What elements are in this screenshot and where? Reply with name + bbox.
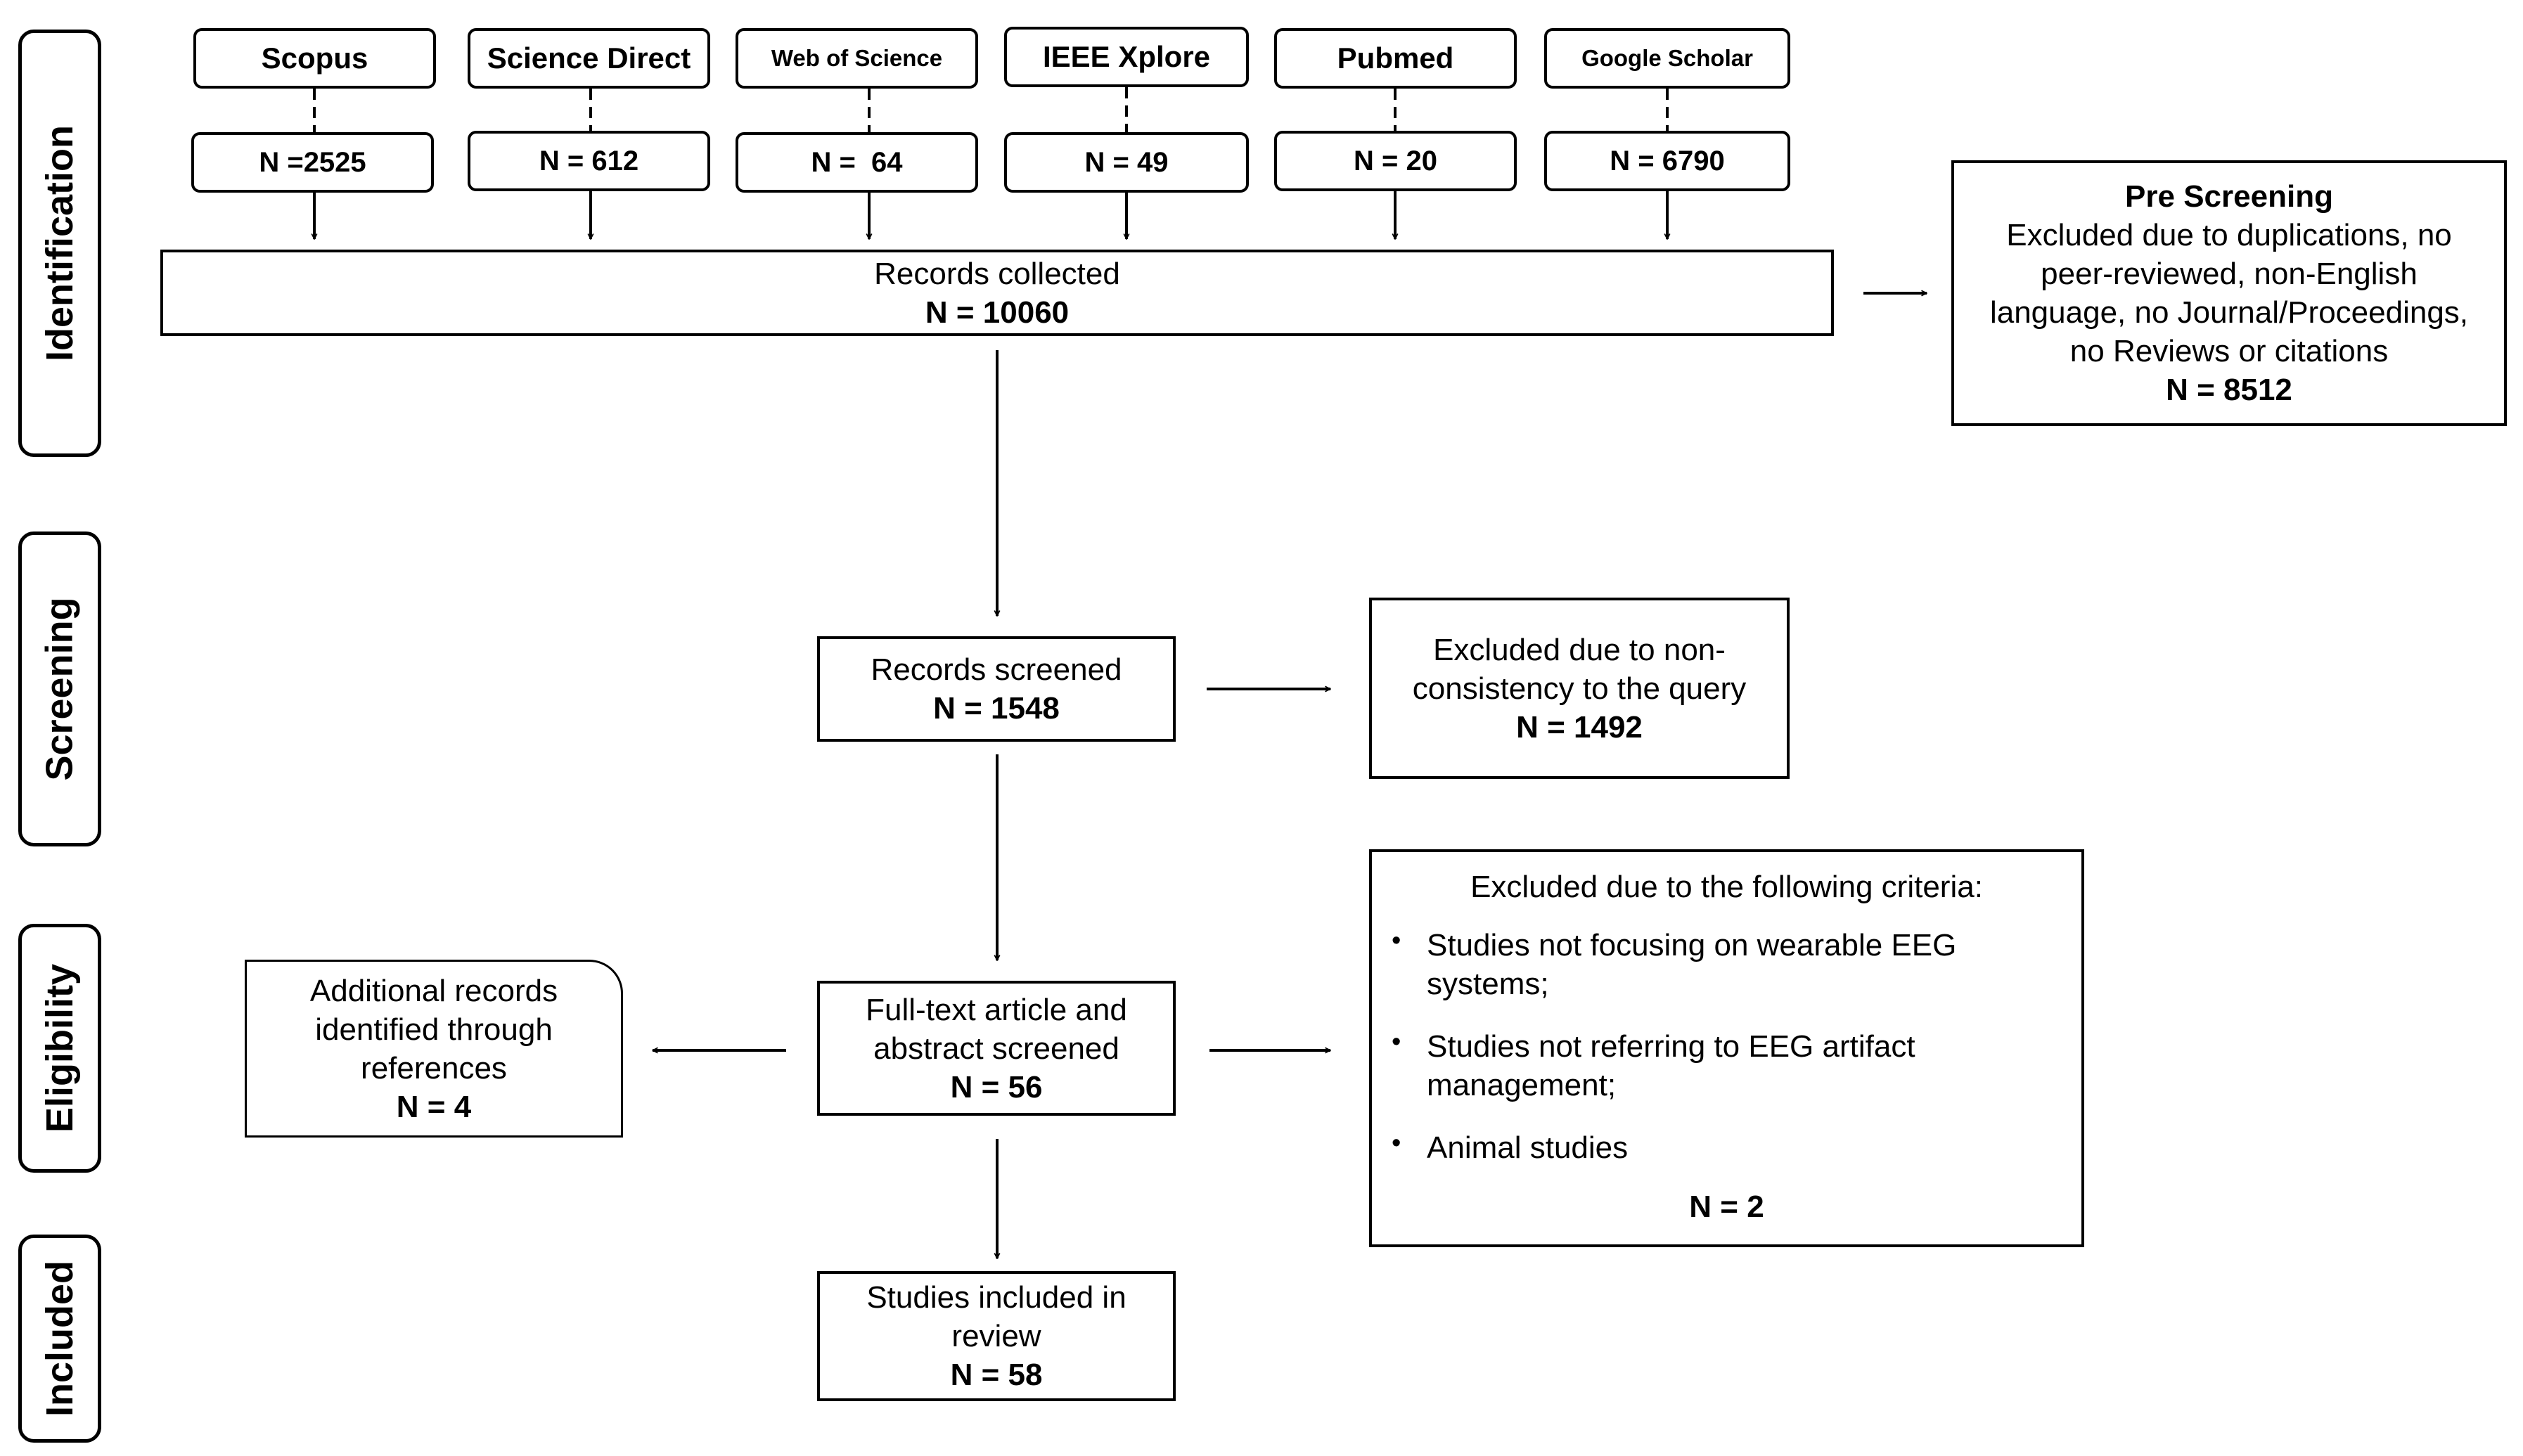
studies-included-label: Studies included in review — [866, 1280, 1126, 1353]
fulltext-screened-n: N = 56 — [950, 1069, 1043, 1104]
source-name: Web of Science — [771, 45, 943, 72]
source-count: N =2525 — [259, 147, 366, 178]
source-count-google-scholar: N = 6790 — [1544, 131, 1790, 191]
stage-label-included: Included — [18, 1235, 101, 1443]
source-box-scopus: Scopus — [193, 28, 436, 89]
records-screened-n: N = 1548 — [933, 691, 1060, 726]
source-count: N = 20 — [1354, 146, 1437, 176]
records-collected-n: N = 10060 — [925, 295, 1070, 330]
source-box-google-scholar: Google Scholar — [1544, 28, 1790, 89]
records-screened-label: Records screened — [871, 652, 1122, 687]
stage-label-screening: Screening — [18, 531, 101, 846]
source-count-ieee-xplore: N = 49 — [1004, 132, 1249, 193]
excluded-query-box: Excluded due to non-consistency to the q… — [1369, 598, 1790, 779]
source-count: N = 49 — [1084, 147, 1169, 178]
source-box-pubmed: Pubmed — [1274, 28, 1517, 89]
stage-label-eligibility: Eligibility — [18, 924, 101, 1173]
excluded-query-n: N = 1492 — [1516, 709, 1643, 745]
excluded-criteria-item: Studies not focusing on wearable EEG sys… — [1392, 925, 2067, 1003]
pre-screening-box: Pre Screening Excluded due to duplicatio… — [1951, 160, 2507, 426]
stage-label-identification: Identification — [18, 30, 101, 457]
source-name: IEEE Xplore — [1042, 39, 1211, 73]
fulltext-screened-box: Full-text article and abstract screened … — [817, 981, 1176, 1116]
source-box-science-direct: Science Direct — [468, 28, 710, 89]
excluded-criteria-box: Excluded due to the following criteria: … — [1369, 849, 2084, 1247]
excluded-criteria-n: N = 2 — [1689, 1190, 1764, 1224]
source-count-pubmed: N = 20 — [1274, 131, 1517, 191]
records-screened-box: Records screened N = 1548 — [817, 636, 1176, 742]
pre-screening-title: Pre Screening — [2125, 179, 2333, 214]
additional-records-text: Additional records identified through re… — [309, 973, 558, 1085]
source-count-scopus: N =2525 — [191, 132, 434, 193]
source-box-ieee-xplore: IEEE Xplore — [1004, 27, 1249, 87]
additional-records-box: Additional records identified through re… — [245, 960, 623, 1138]
source-box-web-of-science: Web of Science — [736, 28, 978, 89]
source-name: Google Scholar — [1581, 45, 1753, 72]
pre-screening-text: Excluded due to duplications, no peer-re… — [1989, 218, 2469, 368]
source-name: Pubmed — [1337, 41, 1454, 75]
source-count-web-of-science: N = 64 — [736, 132, 978, 193]
records-collected-label: Records collected — [874, 256, 1120, 291]
additional-records-n: N = 4 — [396, 1089, 472, 1124]
studies-included-box: Studies included in review N = 58 — [817, 1271, 1176, 1401]
excluded-query-text: Excluded due to non-consistency to the q… — [1412, 632, 1747, 706]
source-count: N = 612 — [539, 146, 639, 176]
source-count: N = 6790 — [1610, 146, 1725, 176]
studies-included-n: N = 58 — [950, 1358, 1043, 1392]
excluded-criteria-list: Studies not focusing on wearable EEG sys… — [1392, 925, 2067, 1191]
source-count-science-direct: N = 612 — [468, 131, 710, 191]
excluded-criteria-item: Studies not referring to EEG artifact ma… — [1392, 1026, 2067, 1104]
source-name: Scopus — [261, 41, 368, 75]
excluded-criteria-header: Excluded due to the following criteria: — [1470, 870, 1983, 904]
fulltext-screened-label: Full-text article and abstract screened — [866, 992, 1127, 1066]
records-collected-box: Records collected N = 10060 — [160, 250, 1834, 336]
source-count: N = 64 — [811, 147, 903, 178]
pre-screening-n: N = 8512 — [2166, 373, 2292, 407]
source-name: Science Direct — [487, 41, 691, 75]
excluded-criteria-item: Animal studies — [1392, 1127, 2067, 1167]
